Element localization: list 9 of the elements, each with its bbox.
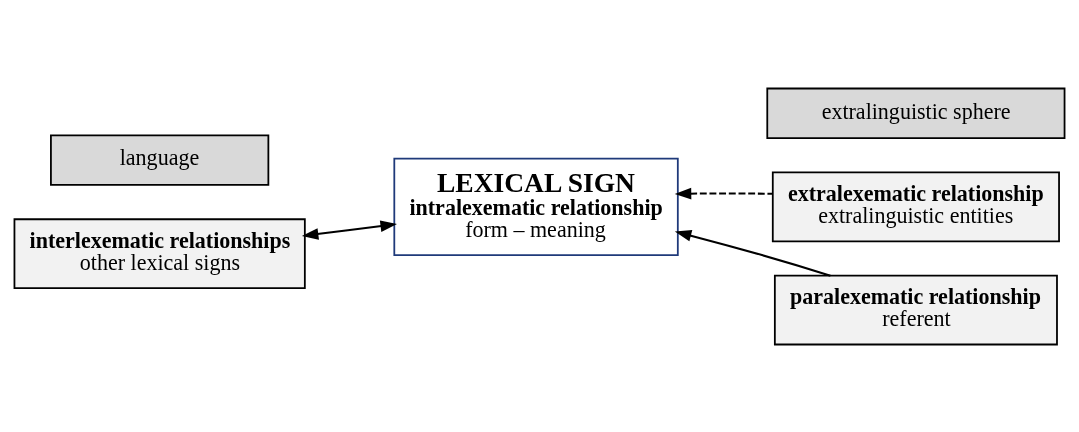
node-box: LEXICAL SIGN intralexematic relationship form – meaning [393,157,679,256]
node-box: paralexematic relationship referent [773,274,1058,345]
node-box: language [50,133,270,186]
arrow [674,229,831,277]
node-box: extralinguistic sphere [766,87,1066,139]
node-box: extralexematic relationship extralinguistic entities [771,171,1060,242]
node-box: interlexematic relationships other lexical signs [13,217,306,289]
arrow [301,219,397,240]
arrow [674,187,773,199]
